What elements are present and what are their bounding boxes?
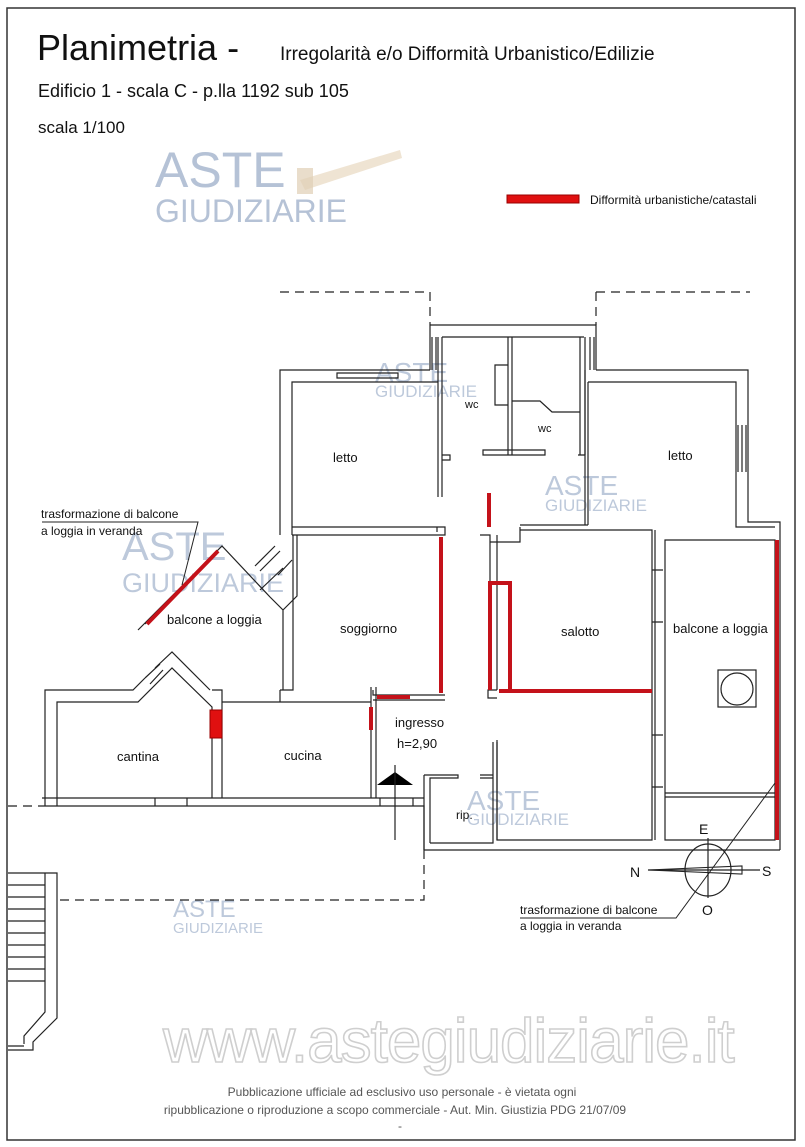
watermark-giudiziarie: GIUDIZIARIE xyxy=(155,193,347,229)
room-height: h=2,90 xyxy=(397,736,437,751)
room-rip: rip. xyxy=(456,808,473,822)
footer-line2: ripubblicazione o riproduzione a scopo c… xyxy=(164,1103,627,1117)
watermark-aste: ASTE xyxy=(545,470,618,501)
chimney-square xyxy=(717,669,757,708)
footer-line1: Pubblicazione ufficiale ad esclusivo uso… xyxy=(228,1085,577,1099)
legend-swatch xyxy=(506,194,580,204)
room-wc-right: wc xyxy=(537,423,552,435)
room-soggiorno: soggiorno xyxy=(340,621,397,636)
watermark-giudiziarie: GIUDIZIARIE xyxy=(545,496,647,515)
gavel-icon xyxy=(300,150,402,190)
scale-label: scala 1/100 xyxy=(38,118,125,137)
page-title-suffix: Irregolarità e/o Difformità Urbanistico/… xyxy=(280,44,655,65)
watermark-giudiziarie: GIUDIZIARIE xyxy=(122,568,284,598)
chimney-circle xyxy=(720,672,754,706)
watermark-aste: ASTE xyxy=(155,142,286,198)
annotation-text: trasformazione di balcone xyxy=(41,507,179,521)
annotation-left: trasformazione di balcone a loggia in ve… xyxy=(41,507,199,586)
page-subtitle: Edificio 1 - scala C - p.lla 1192 sub 10… xyxy=(38,81,349,101)
watermark-aste: ASTE xyxy=(467,785,540,816)
watermark-giudiziarie: GIUDIZIARIE xyxy=(173,920,263,937)
room-cucina: cucina xyxy=(284,748,322,763)
room-labels: letto wc wc letto balcone a loggia soggi… xyxy=(117,399,768,822)
compass-east: E xyxy=(699,821,708,837)
room-letto-right: letto xyxy=(668,448,693,463)
gavel-head-icon xyxy=(297,168,313,194)
room-wc-left: wc xyxy=(464,399,479,411)
annotation-text: a loggia in veranda xyxy=(41,524,143,538)
annotation-text: a loggia in veranda xyxy=(520,919,622,933)
legend-label: Difformità urbanistiche/catastali xyxy=(590,193,757,207)
watermark-logo: ASTE GIUDIZIARIE xyxy=(155,142,402,229)
watermark-giudiziarie: GIUDIZIARIE xyxy=(375,382,477,401)
compass-south: S xyxy=(762,863,771,879)
room-balcone-left: balcone a loggia xyxy=(167,612,262,627)
annotation-text: trasformazione di balcone xyxy=(520,903,658,917)
walls xyxy=(8,291,781,1051)
compass-west: O xyxy=(702,902,713,918)
sheet-border xyxy=(6,7,796,1141)
legend: Difformità urbanistiche/catastali xyxy=(506,193,757,207)
compass-icon: E N S O xyxy=(630,821,771,918)
compass-north: N xyxy=(630,864,640,880)
page-title: Planimetria - xyxy=(37,27,239,68)
entrance-arrow-icon xyxy=(377,765,413,840)
difformita-marks xyxy=(145,493,779,840)
watermark-giudiziarie: GIUDIZIARIE xyxy=(467,810,569,829)
annotation-right: trasformazione di balcone a loggia in ve… xyxy=(520,782,776,933)
room-cantina: cantina xyxy=(117,749,160,764)
room-salotto: salotto xyxy=(561,624,599,639)
room-balcone-right: balcone a loggia xyxy=(673,621,768,636)
room-ingresso: ingresso xyxy=(395,715,444,730)
room-letto-left: letto xyxy=(333,450,358,465)
watermark-url: www.astegiudiziarie.it xyxy=(162,1007,734,1076)
footer-line3: - xyxy=(398,1119,402,1133)
